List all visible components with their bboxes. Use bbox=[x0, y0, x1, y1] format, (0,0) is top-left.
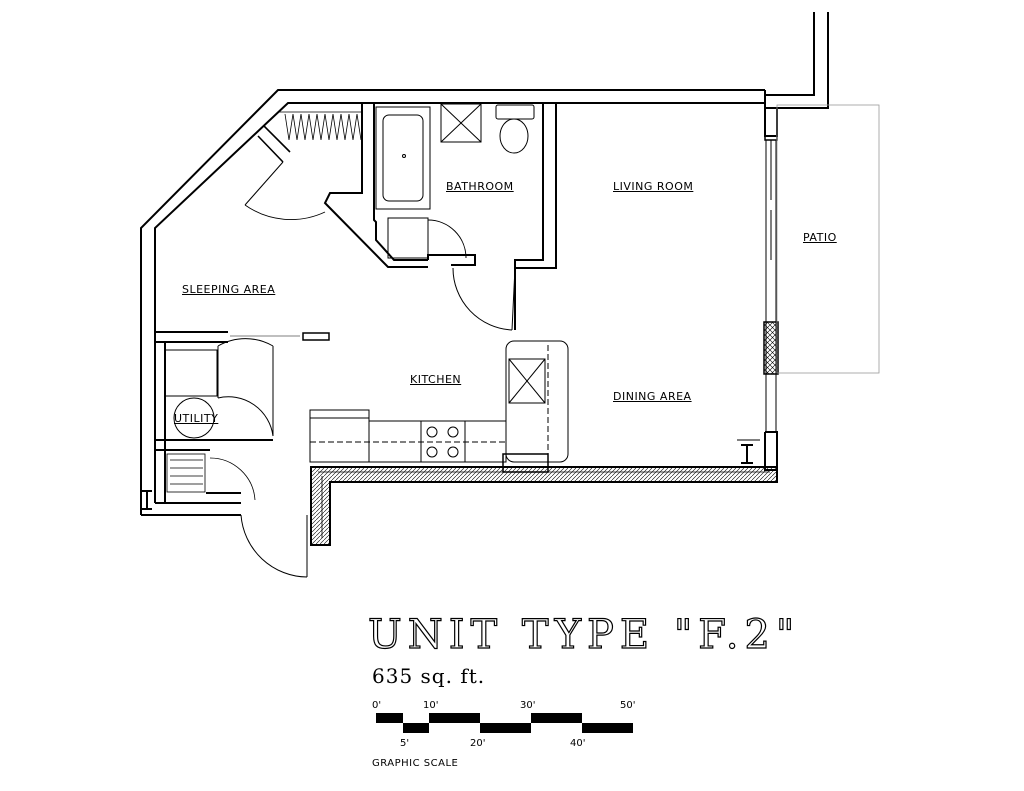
graphic-scale-bar bbox=[376, 713, 633, 733]
scale-tick-20: 20' bbox=[470, 738, 486, 749]
graphic-scale-caption: GRAPHIC SCALE bbox=[372, 758, 459, 769]
bathroom-vanity bbox=[387, 217, 467, 259]
unit-title: UNIT TYPE "F.2" bbox=[367, 611, 801, 658]
patio-label: PATIO bbox=[803, 231, 837, 244]
stove bbox=[420, 420, 466, 463]
bathtub bbox=[375, 106, 431, 210]
column-mark-right bbox=[737, 439, 760, 464]
scale-tick-5: 5' bbox=[400, 738, 410, 749]
dining-area-label: DINING AREA bbox=[613, 390, 692, 403]
bathroom-label: BATHROOM bbox=[446, 180, 514, 193]
kitchen-wall-stub bbox=[302, 332, 330, 341]
washer-dryer bbox=[164, 349, 218, 439]
shower-pan bbox=[440, 103, 482, 143]
scale-tick-0: 0' bbox=[372, 700, 382, 711]
entry-door bbox=[240, 514, 308, 578]
kitchen-label: KITCHEN bbox=[410, 373, 462, 386]
column-mark bbox=[142, 490, 152, 510]
scale-tick-30: 30' bbox=[520, 700, 536, 711]
exterior-walls bbox=[140, 12, 829, 516]
window-wall bbox=[763, 135, 779, 471]
scale-tick-40: 40' bbox=[570, 738, 586, 749]
lower-wall bbox=[310, 466, 778, 546]
utility-label: UTILITY bbox=[174, 412, 219, 425]
bathroom-door bbox=[452, 267, 516, 331]
patio-outline bbox=[776, 104, 880, 374]
living-room-label: LIVING ROOM bbox=[613, 180, 694, 193]
scale-tick-50: 50' bbox=[620, 700, 636, 711]
scale-tick-10: 10' bbox=[423, 700, 439, 711]
sleeping-area-label: SLEEPING AREA bbox=[182, 283, 276, 296]
unit-area: 635 sq. ft. bbox=[372, 664, 486, 688]
bathroom-walls bbox=[323, 103, 557, 330]
sleeping-closet bbox=[244, 111, 362, 221]
linen-closet bbox=[166, 453, 256, 501]
utility-door bbox=[217, 338, 274, 437]
kitchen-sink bbox=[508, 358, 546, 404]
toilet bbox=[495, 104, 535, 154]
